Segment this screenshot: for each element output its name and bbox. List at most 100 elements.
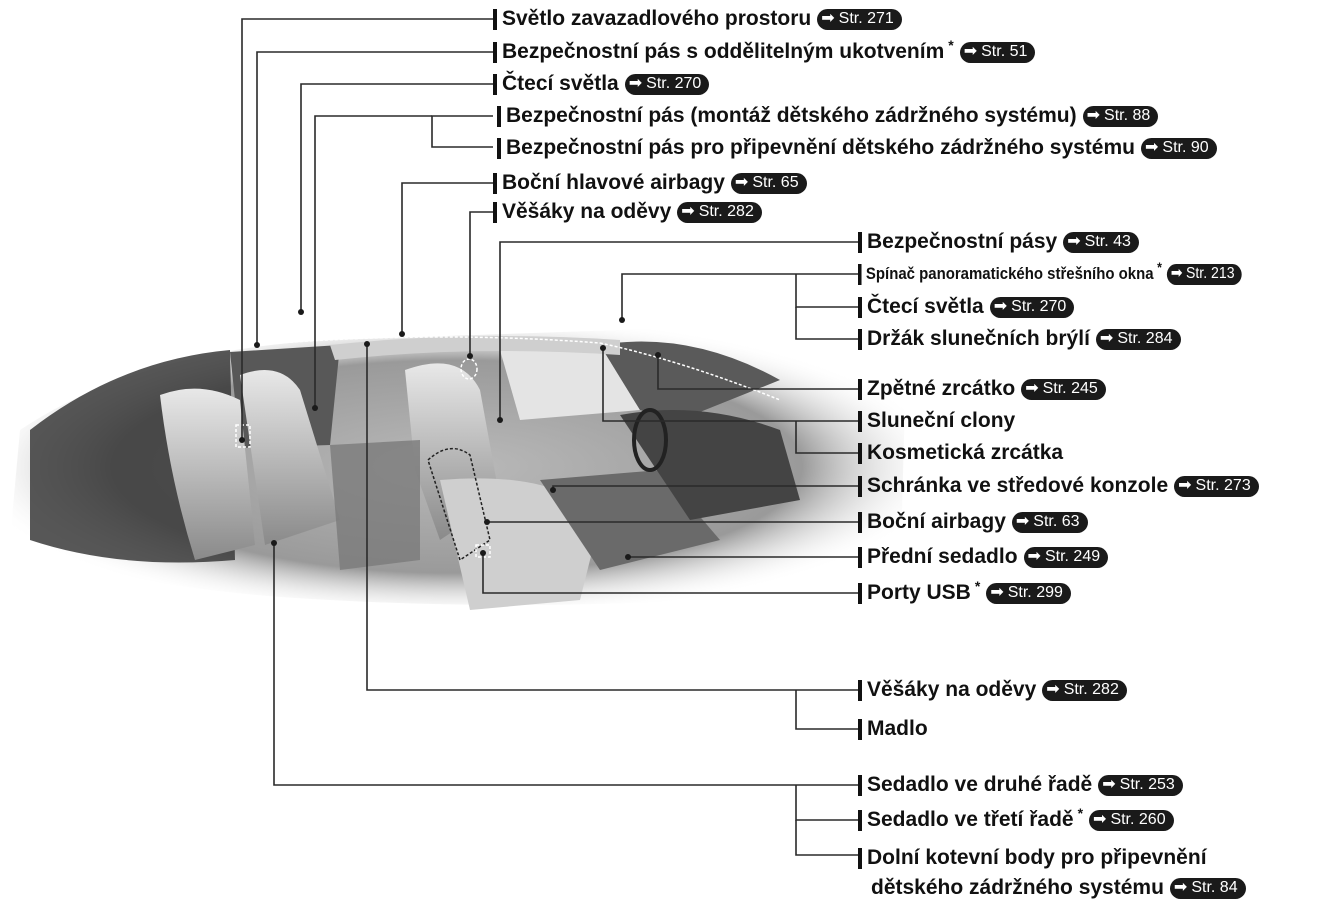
optional-equipment-asterisk: * xyxy=(974,578,981,594)
callout-cteci-svetla-predni: Čtecí světla➡Str. 270 xyxy=(858,295,1075,319)
callout-bocni-hlavove-airbagy: Boční hlavové airbagy➡Str. 65 xyxy=(493,171,807,195)
callout-drzak-brysli: Držák slunečních brýlí➡Str. 284 xyxy=(858,327,1181,351)
callout-kosmeticka-zrcatka: Kosmetická zrcátka xyxy=(858,441,1063,465)
callout-label: dětského zádržného systému xyxy=(871,876,1164,899)
arrow-right-icon: ➡ xyxy=(1025,380,1039,397)
callout-label: Věšáky na oděvy xyxy=(867,678,1037,701)
callout-marker xyxy=(858,809,862,831)
callout-sedadlo-druha-rada: Sedadlo ve druhé řadě➡Str. 253 xyxy=(858,773,1183,797)
callout-schranka-konzole: Schránka ve středové konzole➡Str. 273 xyxy=(858,474,1259,498)
page-reference-link[interactable]: ➡Str. 84 xyxy=(1169,877,1246,899)
page-reference-link[interactable]: ➡Str. 43 xyxy=(1063,231,1139,253)
callout-label: Bezpečnostní pás s oddělitelným ukotvení… xyxy=(502,40,945,63)
arrow-right-icon: ➡ xyxy=(1102,776,1116,793)
car-interior-illustration xyxy=(10,328,905,610)
callout-marker xyxy=(858,328,862,350)
callout-label: Přední sedadlo xyxy=(867,545,1018,568)
callout-marker xyxy=(858,263,862,285)
callout-marker xyxy=(858,511,862,533)
arrow-right-icon: ➡ xyxy=(990,584,1004,601)
callout-label: Světlo zavazadlového prostoru xyxy=(502,7,812,30)
callout-label: Čtecí světla xyxy=(502,72,619,95)
page-reference-link[interactable]: ➡Str. 273 xyxy=(1174,475,1259,497)
callout-svetlo-zavazadloveho-prostoru: Světlo zavazadlového prostoru➡Str. 271 xyxy=(493,7,902,31)
callout-sedadlo-treti-rada: Sedadlo ve třetí řadě* ➡Str. 260 xyxy=(858,805,1174,832)
page-reference-link[interactable]: ➡Str. 213 xyxy=(1167,263,1242,285)
page-reference-link[interactable]: ➡Str. 245 xyxy=(1021,378,1106,400)
leader-dots xyxy=(239,309,661,560)
callout-marker xyxy=(858,296,862,318)
callout-marker xyxy=(858,679,862,701)
optional-equipment-asterisk: * xyxy=(948,37,954,53)
page-reference-link[interactable]: ➡Str. 270 xyxy=(624,73,710,95)
callout-marker xyxy=(497,105,501,127)
callout-marker xyxy=(858,378,862,400)
callout-bezpecnostni-pas-odnimatelny: Bezpečnostní pás s oddělitelným ukotvení… xyxy=(493,37,1036,64)
arrow-right-icon: ➡ xyxy=(1015,513,1030,530)
callout-vesaky-na-odevy-dolni: Věšáky na oděvy➡Str. 282 xyxy=(858,678,1127,702)
arrow-right-icon: ➡ xyxy=(1178,477,1192,494)
callout-label: Sedadlo ve třetí řadě xyxy=(867,808,1074,831)
callout-label: Čtecí světla xyxy=(867,295,984,318)
callout-bezpecnostni-pasy: Bezpečnostní pásy➡Str. 43 xyxy=(858,230,1139,254)
callout-marker xyxy=(493,8,497,30)
arrow-right-icon: ➡ xyxy=(628,75,643,92)
page-reference-link[interactable]: ➡Str. 63 xyxy=(1011,511,1088,533)
page-reference-link[interactable]: ➡Str. 90 xyxy=(1140,137,1217,159)
page-reference-link[interactable]: ➡Str. 249 xyxy=(1023,546,1109,568)
callout-label: Schránka ve středové konzole xyxy=(867,474,1169,497)
callout-marker xyxy=(858,718,862,740)
callout-bezpecnostni-pas-pripevneni: Bezpečnostní pás pro připevnění dětského… xyxy=(497,136,1217,160)
page-reference-link[interactable]: ➡Str. 51 xyxy=(959,41,1036,63)
page-reference-link[interactable]: ➡Str. 282 xyxy=(677,201,762,223)
callout-marker xyxy=(858,774,862,796)
callout-marker xyxy=(858,546,862,568)
page-reference-link[interactable]: ➡Str. 260 xyxy=(1089,809,1174,831)
callout-bocni-airbagy: Boční airbagy➡Str. 63 xyxy=(858,510,1088,534)
page-reference-link[interactable]: ➡Str. 284 xyxy=(1095,328,1181,350)
callout-marker xyxy=(858,582,862,604)
arrow-right-icon: ➡ xyxy=(821,10,835,27)
callout-dolni-kotevni-body: Dolní kotevní body pro připevnění dětské… xyxy=(858,843,1246,903)
page-reference-link[interactable]: ➡Str. 282 xyxy=(1042,679,1127,701)
callout-label: Držák slunečních brýlí xyxy=(867,327,1090,350)
callout-marker xyxy=(858,231,862,253)
callout-spinac-stresniho-okna: Spínač panoramatického střešního okna*➡S… xyxy=(858,259,1242,286)
callout-slunecni-clony: Sluneční clony xyxy=(858,409,1015,433)
callout-label: Sluneční clony xyxy=(867,409,1016,432)
callout-label: Porty USB xyxy=(867,581,971,604)
callout-madlo: Madlo xyxy=(858,717,928,741)
page-reference-link[interactable]: ➡Str. 271 xyxy=(817,8,902,30)
callout-bezpecnostni-pas-montaz: Bezpečnostní pás (montáž dětského zádržn… xyxy=(497,104,1159,128)
callout-marker xyxy=(497,137,501,159)
page-reference-link[interactable]: ➡Str. 253 xyxy=(1098,774,1183,796)
callout-label: Dolní kotevní body pro připevnění xyxy=(867,846,1207,869)
page-reference-link[interactable]: ➡Str. 299 xyxy=(986,582,1071,604)
page-reference-link[interactable]: ➡Str. 270 xyxy=(989,296,1075,318)
arrow-right-icon: ➡ xyxy=(1173,879,1188,896)
callout-marker xyxy=(858,410,862,432)
arrow-right-icon: ➡ xyxy=(681,203,695,220)
page-reference-link[interactable]: ➡Str. 65 xyxy=(730,172,807,194)
optional-equipment-asterisk: * xyxy=(1157,259,1162,275)
optional-equipment-asterisk: * xyxy=(1077,805,1084,821)
callout-vesaky-na-odevy-horni: Věšáky na oděvy➡Str. 282 xyxy=(493,200,762,224)
callout-label: Boční airbagy xyxy=(867,510,1006,533)
callout-label: Zpětné zrcátko xyxy=(867,377,1016,400)
page-reference-link[interactable]: ➡Str. 88 xyxy=(1082,105,1159,127)
arrow-right-icon: ➡ xyxy=(1046,681,1060,698)
callout-label: Sedadlo ve druhé řadě xyxy=(867,773,1093,796)
callout-label: Boční hlavové airbagy xyxy=(502,171,725,194)
arrow-right-icon: ➡ xyxy=(963,43,978,60)
callout-marker xyxy=(493,73,497,95)
callout-label: Bezpečnostní pás pro připevnění dětského… xyxy=(506,136,1135,159)
callout-label: Věšáky na oděvy xyxy=(502,200,672,223)
callout-label: Kosmetická zrcátka xyxy=(867,441,1064,464)
callout-porty-usb: Porty USB* ➡Str. 299 xyxy=(858,578,1071,605)
callout-marker xyxy=(858,475,862,497)
arrow-right-icon: ➡ xyxy=(1067,233,1081,250)
arrow-right-icon: ➡ xyxy=(734,174,749,191)
arrow-right-icon: ➡ xyxy=(1144,139,1159,156)
arrow-right-icon: ➡ xyxy=(1170,265,1183,282)
callout-label: Bezpečnostní pásy xyxy=(867,230,1058,253)
